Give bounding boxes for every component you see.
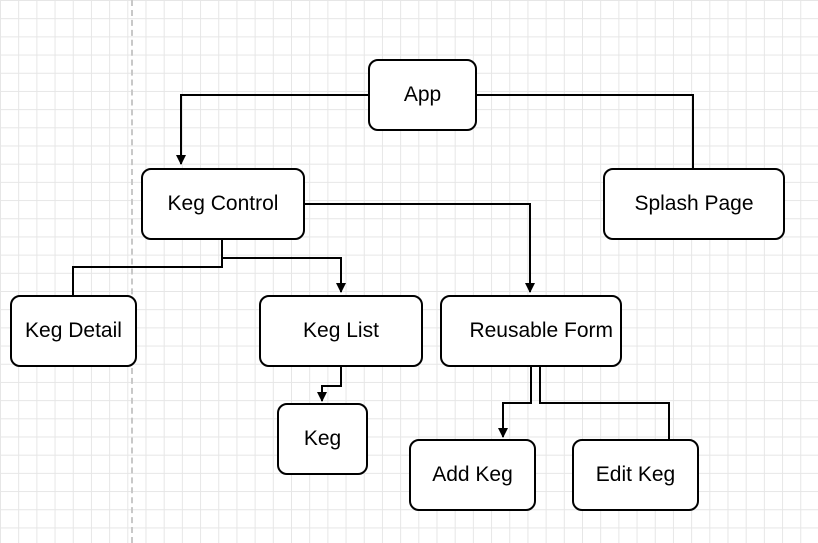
connector-app-to-splash-page [477,94,694,168]
connector-reusable-form-to-add-keg [498,367,532,438]
connector-reusable-form-to-edit-keg [539,350,670,439]
node-keg-list-label: Keg List [303,319,379,342]
connector-keg-list-to-keg [317,367,342,402]
node-keg-detail-label: Keg Detail [25,319,122,342]
node-keg-label: Keg [303,427,342,450]
node-app-label: App [403,83,442,106]
connector-keg-control-to-keg-detail [68,240,223,312]
node-reusable-form-label: Reusable Form [469,319,613,342]
node-splash-page-label: Splash Page [634,192,754,215]
node-reusable-form[interactable]: Reusable Form [440,295,622,367]
node-keg-detail[interactable]: Keg Detail [10,295,137,367]
node-keg-control-label: Keg Control [167,192,279,215]
node-add-keg-label: Add Keg [432,463,513,486]
node-edit-keg-label: Edit Keg [595,463,676,486]
node-add-keg[interactable]: Add Keg [409,439,536,511]
connector-app-to-keg-control [176,94,368,165]
node-keg[interactable]: Keg [277,403,368,475]
node-splash-page[interactable]: Splash Page [603,168,785,240]
node-edit-keg[interactable]: Edit Keg [572,439,699,511]
node-app[interactable]: App [368,59,477,131]
node-keg-list[interactable]: Keg List [259,295,423,367]
page-boundary-guide [131,0,133,543]
node-keg-control[interactable]: Keg Control [141,168,305,240]
connector-keg-control-to-reusable-form [304,203,535,293]
connector-keg-control-to-keg-list [222,257,346,293]
